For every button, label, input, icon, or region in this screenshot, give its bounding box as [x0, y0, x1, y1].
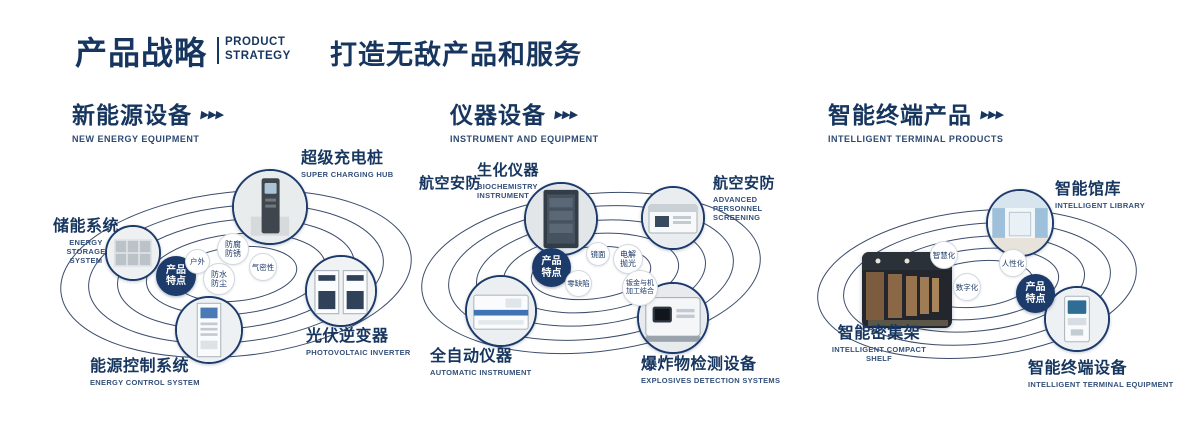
item-cn: 储能系统 — [52, 218, 119, 235]
feature-label: 钣金与机加工结合 — [626, 280, 654, 295]
feature-label: 数字化 — [955, 282, 979, 292]
section-title: 智能终端产品 — [828, 102, 972, 128]
feature-bubble: 气密性 — [249, 253, 277, 281]
section-title-en: INTELLIGENT TERMINAL PRODUCTS — [828, 134, 1004, 144]
item-en: ADVANCED PERSONNEL SCREENING — [713, 195, 763, 222]
page-title-en-line1: PRODUCT — [225, 36, 286, 48]
automatic-instrument-label: 全自动仪器 AUTOMATIC INSTRUMENT — [430, 348, 532, 377]
section-header-new-energy: 新能源设备 ▶▶▶ NEW ENERGY EQUIPMENT — [72, 96, 224, 144]
section-title: 新能源设备 — [72, 102, 192, 128]
badge-label: 产品特点 — [166, 264, 186, 288]
title-divider — [217, 37, 219, 64]
terminal-equipment-photo — [1044, 286, 1110, 352]
feature-label: 防腐防锈 — [225, 240, 241, 258]
badge-label: 产品特点 — [541, 256, 562, 279]
item-en: INTELLIGENT TERMINAL EQUIPMENT — [1028, 380, 1174, 389]
terminal-equipment-label: 智能终端设备 INTELLIGENT TERMINAL EQUIPMENT — [1028, 360, 1174, 389]
item-en: ENERGY STORAGE SYSTEM — [66, 238, 106, 265]
intelligent-library-photo — [986, 189, 1054, 257]
item-cn: 爆炸物检测设备 — [641, 356, 757, 373]
feature-label: 防水防尘 — [211, 270, 227, 288]
feature-bubble: 数字化 — [953, 273, 981, 301]
feature-label: 零缺陷 — [567, 279, 590, 288]
charging-hub-photo — [232, 169, 308, 245]
page-title-en: PRODUCT STRATEGY — [225, 36, 291, 63]
item-cn: 智能密集架 — [837, 325, 921, 342]
feature-bubble: 防水防尘 — [203, 263, 235, 295]
item-cn: 智能馆库 — [1055, 181, 1122, 198]
item-cn: 生化仪器 — [477, 162, 540, 179]
energy-storage-photo — [105, 225, 161, 281]
page-subtitle: 打造无敌产品和服务 — [330, 40, 582, 70]
page-title: 产品战略 — [75, 35, 208, 71]
biochem-instrument-label: 生化仪器 BIOCHEMISTRY INSTRUMENT — [477, 162, 541, 200]
feature-label: 镜面 — [590, 249, 606, 259]
section-title: 仪器设备 — [450, 102, 546, 128]
item-cn: 全自动仪器 — [430, 348, 513, 365]
item-en: BIOCHEMISTRY INSTRUMENT — [477, 182, 538, 200]
item-en: INTELLIGENT LIBRARY — [1055, 201, 1146, 210]
explosives-detection-label: 爆炸物检测设备 EXPLOSIVES DETECTION SYSTEMS — [641, 356, 780, 385]
badge-label: 产品特点 — [1025, 282, 1046, 305]
section-title-en: NEW ENERGY EQUIPMENT — [72, 134, 200, 144]
feature-label: 人性化 — [1001, 258, 1025, 268]
item-en: EXPLOSIVES DETECTION SYSTEMS — [641, 376, 781, 385]
charging-hub-label: 超级充电桩 SUPER CHARGING HUB — [301, 150, 394, 179]
feature-label: 智慧化 — [932, 250, 956, 260]
energy-control-photo — [175, 296, 243, 364]
feature-bubble: 镜面 — [586, 242, 610, 266]
item-cn: 航空安防 — [713, 175, 776, 192]
item-en: ENERGY CONTROL SYSTEM — [90, 378, 200, 387]
feature-bubble: 防腐防锈 — [217, 233, 249, 265]
feature-bubble: 电解抛光 — [613, 244, 643, 274]
pv-inverter-photo — [305, 255, 377, 327]
page-title-en-line2: STRATEGY — [225, 49, 291, 62]
product-features-badge: 产品特点 — [532, 248, 571, 287]
section-header-instrument: 仪器设备 ▶▶▶ INSTRUMENT AND EQUIPMENT — [450, 96, 599, 144]
intelligent-library-label: 智能馆库 INTELLIGENT LIBRARY — [1055, 181, 1145, 210]
section-header-intelligent-terminal: 智能终端产品 ▶▶▶ INTELLIGENT TERMINAL PRODUCTS — [828, 96, 1004, 144]
item-cn: 超级充电桩 — [301, 150, 384, 167]
energy-storage-label: 储能系统 ENERGY STORAGE SYSTEM — [45, 218, 127, 265]
feature-label: 气密性 — [251, 262, 275, 272]
compact-shelf-photo — [862, 252, 952, 328]
feature-bubble: 零缺陷 — [565, 270, 592, 297]
feature-bubble: 人性化 — [999, 249, 1027, 277]
item-cn: 光伏逆变器 — [306, 328, 389, 345]
product-features-badge: 产品特点 — [1016, 274, 1055, 313]
feature-bubble: 钣金与机加工结合 — [622, 270, 658, 306]
item-en: AUTOMATIC INSTRUMENT — [430, 368, 532, 377]
feature-label: 户外 — [190, 257, 205, 266]
item-en: INTELLIGENT COMPACT SHELF — [831, 345, 927, 363]
energy-control-label: 能源控制系统 ENERGY CONTROL SYSTEM — [90, 358, 200, 387]
item-en: SUPER CHARGING HUB — [301, 170, 394, 179]
pv-inverter-label: 光伏逆变器 PHOTOVOLTAIC INVERTER — [306, 328, 411, 357]
section-title-en: INSTRUMENT AND EQUIPMENT — [450, 134, 599, 144]
feature-label: 电解抛光 — [620, 250, 636, 268]
automatic-instrument-photo — [465, 275, 537, 347]
item-en: PHOTOVOLTAIC INVERTER — [306, 348, 411, 357]
feature-bubble: 智慧化 — [930, 241, 958, 269]
item-cn: 能源控制系统 — [90, 358, 190, 375]
personnel-screening-label: 航空安防 ADVANCED PERSONNEL SCREENING — [713, 175, 805, 222]
compact-shelf-label: 智能密集架 INTELLIGENT COMPACT SHELF — [824, 325, 934, 363]
personnel-screening-photo — [641, 186, 705, 250]
item-cn: 智能终端设备 — [1028, 360, 1128, 377]
item-cn: 航空安防 — [419, 175, 482, 192]
aviation-security-label: 航空安防 — [419, 175, 481, 193]
